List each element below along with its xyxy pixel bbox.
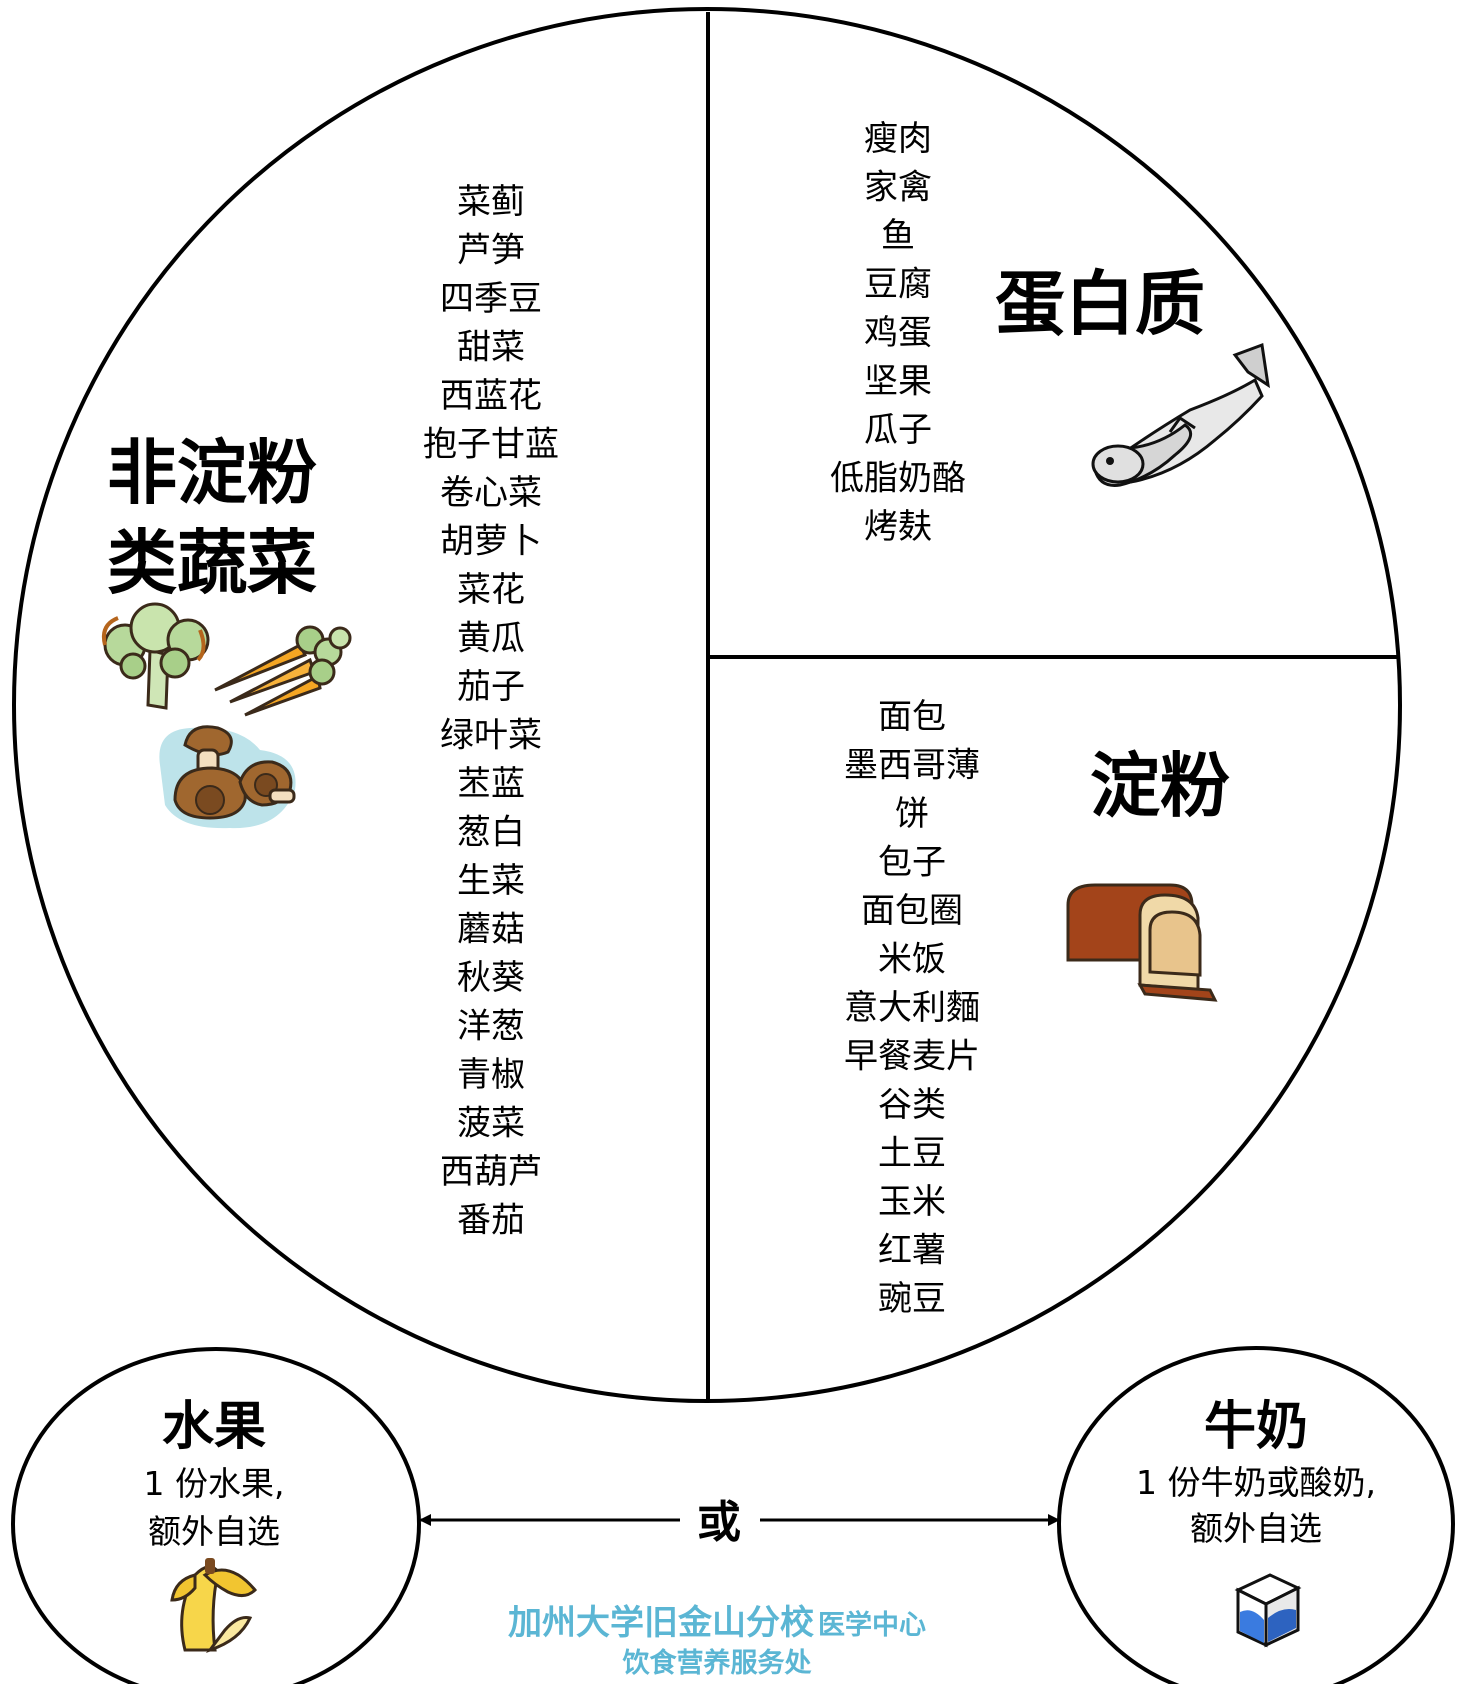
- plate: [12, 7, 1402, 1403]
- vegetables-list: 菜蓟芦笋四季豆甜菜西蓝花抱子甘蓝卷心菜胡萝卜菜花黄瓜茄子绿叶菜苤蓝葱白生菜蘑菇秋…: [423, 182, 559, 1241]
- milk-title: 牛奶: [1204, 1397, 1308, 1457]
- credit-line1-suffix: 医学中心: [818, 1609, 926, 1641]
- vegetables-title-line2: 类蔬菜: [107, 522, 317, 604]
- list-item: 家禽: [864, 168, 932, 208]
- list-item: 菜花: [457, 570, 525, 610]
- list-item: 饼: [895, 794, 929, 834]
- list-item: 洋葱: [457, 1007, 525, 1047]
- milk-note-line2: 额外自选: [1190, 1509, 1322, 1548]
- list-item: 鱼: [881, 216, 915, 256]
- milk-section: 牛奶 1 份牛奶或酸奶, 额外自选: [1057, 1346, 1455, 1684]
- list-item: 土豆: [878, 1134, 946, 1174]
- list-item: 豌豆: [878, 1279, 946, 1319]
- list-item: 红薯: [878, 1231, 946, 1271]
- credit-line2: 饮食营养服务处: [622, 1647, 812, 1679]
- credit: 加州大学旧金山分校医学中心 饮食营养服务处: [508, 1603, 926, 1679]
- list-item: 瓜子: [864, 410, 932, 450]
- list-item: 豆腐: [864, 265, 932, 305]
- fruit-title: 水果: [162, 1397, 266, 1457]
- list-item: 鸡蛋: [864, 313, 932, 353]
- protein-title: 蛋白质: [995, 263, 1205, 345]
- carrot-icon: [214, 625, 352, 717]
- bread-icon: [1066, 883, 1218, 1002]
- list-item: 蘑菇: [457, 910, 525, 950]
- list-item: 墨西哥薄: [844, 746, 980, 786]
- list-item: 秋葵: [457, 958, 525, 998]
- list-item: 卷心菜: [440, 473, 542, 513]
- fruit-section: 水果 1 份水果, 额外自选: [11, 1347, 421, 1684]
- list-item: 瘦肉: [864, 119, 932, 159]
- list-item: 菠菜: [457, 1104, 525, 1144]
- list-item: 早餐麦片: [844, 1037, 980, 1077]
- list-item: 包子: [878, 843, 946, 883]
- list-item: 绿叶菜: [440, 716, 542, 756]
- credit-line1: 加州大学旧金山分校医学中心: [508, 1603, 926, 1643]
- list-item: 青椒: [457, 1055, 525, 1095]
- list-item: 面包圈: [861, 891, 963, 931]
- list-item: 番茄: [457, 1201, 525, 1241]
- list-item: 茄子: [457, 667, 525, 707]
- list-item: 坚果: [864, 362, 932, 402]
- or-label: 或: [697, 1497, 741, 1548]
- list-item: 生菜: [457, 861, 525, 901]
- list-item: 葱白: [457, 813, 525, 853]
- vegetables-section: 非淀粉 类蔬菜 菜蓟芦笋四季豆甜菜西蓝花抱子甘蓝卷心菜胡萝卜菜花黄瓜茄子绿叶菜苤…: [101, 182, 559, 1241]
- vegetables-title-line1: 非淀粉: [107, 432, 317, 514]
- list-item: 抱子甘蓝: [423, 425, 559, 465]
- mushroom-icon: [159, 725, 296, 829]
- list-item: 谷类: [878, 1085, 946, 1125]
- starch-title: 淀粉: [1090, 745, 1230, 827]
- or-connector: 或: [419, 1497, 1060, 1548]
- credit-line1-main: 加州大学旧金山分校: [508, 1603, 814, 1643]
- list-item: 低脂奶酪: [830, 459, 966, 499]
- list-item: 芦笋: [457, 231, 525, 271]
- milk-carton-icon: [1234, 1573, 1302, 1648]
- fruit-note-line2: 额外自选: [148, 1512, 280, 1551]
- list-item: 米饭: [878, 940, 946, 980]
- list-item: 面包: [878, 697, 946, 737]
- banana-icon: [170, 1558, 258, 1653]
- list-item: 烤麸: [864, 507, 932, 547]
- list-item: 黄瓜: [457, 619, 525, 659]
- list-item: 苤蓝: [457, 764, 525, 804]
- list-item: 四季豆: [440, 279, 542, 319]
- list-item: 甜菜: [457, 328, 525, 368]
- list-item: 西葫芦: [440, 1152, 542, 1192]
- fruit-note-line1: 1 份水果,: [144, 1464, 285, 1503]
- broccoli-icon: [101, 602, 210, 710]
- list-item: 胡萝卜: [440, 522, 542, 562]
- list-item: 西蓝花: [440, 376, 542, 416]
- list-item: 玉米: [878, 1182, 946, 1222]
- fish-icon: [1091, 342, 1270, 487]
- milk-note-line1: 1 份牛奶或酸奶,: [1136, 1463, 1376, 1502]
- list-item: 菜蓟: [457, 182, 525, 222]
- list-item: 意大利麵: [844, 988, 980, 1028]
